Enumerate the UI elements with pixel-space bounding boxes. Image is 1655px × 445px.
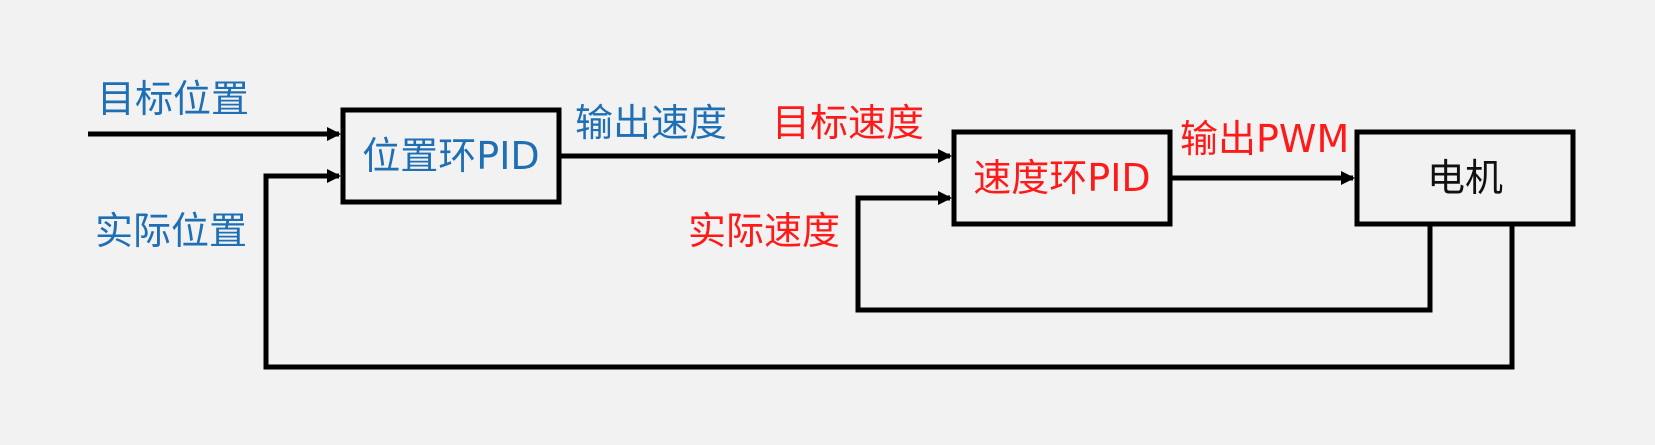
position-feedback-line <box>263 169 1515 370</box>
output-speed-label: 输出速度 <box>575 101 728 145</box>
position-loop-label: 位置环PID <box>362 134 540 178</box>
motor-box <box>1354 129 1576 227</box>
speed-loop-label: 速度环PID <box>973 156 1151 200</box>
target-speed-label: 目标速度 <box>772 101 925 145</box>
target-position-label: 目标位置 <box>97 77 250 121</box>
motor-label: 电机 <box>1426 156 1503 200</box>
actual-speed-label: 实际速度 <box>688 209 841 253</box>
speed-feedback-line <box>855 191 1433 313</box>
output-pwm-label: 输出PWM <box>1180 117 1350 161</box>
actual-position-label: 实际位置 <box>95 209 248 253</box>
